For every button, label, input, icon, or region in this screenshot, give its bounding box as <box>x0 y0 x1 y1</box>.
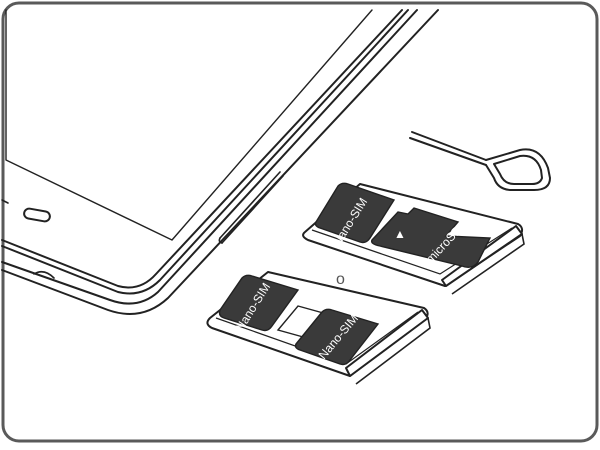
microsd-card <box>370 207 492 269</box>
nano-sim-card-top <box>314 182 396 244</box>
sim-eject-pin-icon <box>409 131 551 191</box>
sim-tray-top: Nano-SIM ▲ microSD <box>302 182 525 295</box>
microsd-arrow: ▲ <box>394 227 406 241</box>
sim-tray-bottom: Nano-SIM Nano-SIM <box>206 271 431 385</box>
tray-bottom-tab <box>345 309 429 377</box>
illustration-frame <box>1 1 599 443</box>
nano-sim-card-bottom-1 <box>218 274 300 332</box>
nano-sim-card-bottom-2 <box>294 308 380 366</box>
tray-top-tab <box>441 225 523 287</box>
or-separator: o <box>336 271 345 288</box>
earpiece-slot <box>23 207 51 223</box>
phone-outline-icon <box>1 9 439 315</box>
